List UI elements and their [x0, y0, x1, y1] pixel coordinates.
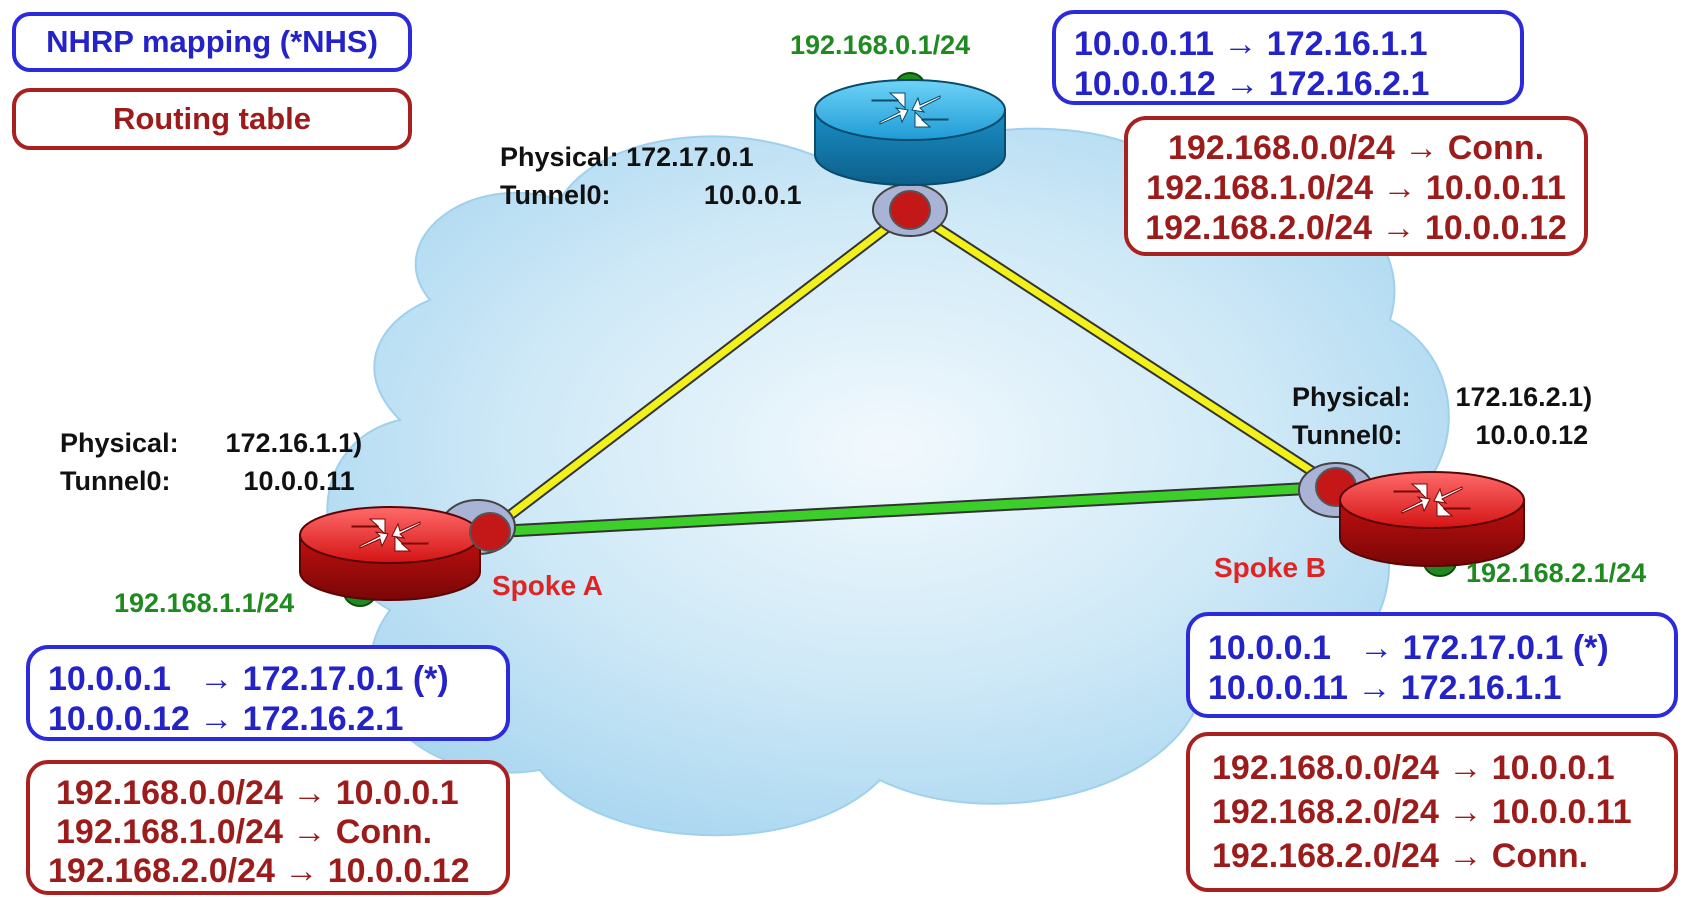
spoke-b-route-entry: 192.168.2.0/24 → 10.0.0.11: [1212, 793, 1632, 832]
hub-nhrp-table: 10.0.0.11 → 172.16.1.1 10.0.0.12 → 172.1…: [1052, 10, 1524, 105]
spoke-a-tunnel-port: [469, 512, 511, 552]
spoke-a-nhrp-entry: 10.0.0.12 → 172.16.2.1: [48, 700, 404, 739]
spoke-b-lan-label: 192.168.2.1/24: [1466, 558, 1647, 588]
spoke-a-physical-label: Physical:: [60, 428, 179, 458]
hub-route-entry: 192.168.0.0/24 → Conn.: [1167, 129, 1545, 167]
spoke-a-nhrp-table: 10.0.0.1 → 172.17.0.1 (*) 10.0.0.12 → 17…: [26, 645, 510, 741]
spoke-b-nhrp-table: 10.0.0.1 → 172.17.0.1 (*) 10.0.0.11 → 17…: [1186, 612, 1678, 718]
spoke-b-router: [1298, 462, 1525, 577]
hub-tunnel-label: Tunnel0:: [500, 180, 611, 210]
spoke-b-nhrp-entry: 10.0.0.11 → 172.16.1.1: [1208, 669, 1562, 708]
hub-route-entry: 192.168.2.0/24 → 10.0.0.12: [1145, 209, 1567, 248]
legend-nhrp-label: NHRP mapping (*NHS): [46, 24, 378, 59]
hub-routing-table: 192.168.0.0/24 → Conn. 192.168.1.0/24 → …: [1124, 116, 1588, 256]
spoke-b-route-entry: 192.168.2.0/24 → Conn.: [1212, 837, 1589, 876]
hub-router: [814, 72, 1006, 237]
hub-tunnel-port: [889, 190, 931, 230]
spoke-a-router: [299, 499, 516, 607]
spoke-a-routing-table: 192.168.0.0/24 → 10.0.0.1 192.168.1.0/24…: [26, 760, 510, 895]
legend-routing: Routing table: [12, 88, 412, 150]
spoke-b-route-entry: 192.168.0.0/24 → 10.0.0.1: [1212, 749, 1615, 787]
hub-spoke-b-tunnel: [907, 205, 1339, 492]
hub-nhrp-entry: 10.0.0.11 → 172.16.1.1: [1074, 25, 1428, 63]
spoke-b-nhrp-entry: 10.0.0.1 → 172.17.0.1 (*): [1208, 629, 1609, 667]
spoke-a-tunnel-ip: 10.0.0.11: [243, 466, 355, 496]
spoke-a-interfaces: Physical: 172.16.1.1) Tunnel0: 10.0.0.11: [60, 424, 362, 500]
spoke-a-route-entry: 192.168.2.0/24 → 10.0.0.12: [48, 851, 470, 890]
spoke-a-tunnel-label: Tunnel0:: [60, 466, 171, 496]
hub-tunnel-ip: 10.0.0.1: [703, 180, 802, 210]
spoke-b-physical-ip: 172.16.2.1): [1455, 382, 1593, 412]
spoke-a-name: Spoke A: [492, 570, 603, 601]
spoke-to-spoke-tunnel: [487, 480, 1337, 539]
hub-physical-label: Physical:: [500, 142, 619, 172]
spoke-b-physical-label: Physical:: [1292, 382, 1411, 412]
spoke-b-tunnel-label: Tunnel0:: [1292, 420, 1403, 450]
spoke-b-name: Spoke B: [1214, 552, 1327, 583]
spoke-b-routing-table: 192.168.0.0/24 → 10.0.0.1 192.168.2.0/24…: [1186, 732, 1678, 892]
spoke-a-lan-label: 192.168.1.1/24: [114, 588, 295, 618]
hub-route-entry: 192.168.1.0/24 → 10.0.0.11: [1146, 169, 1566, 208]
hub-interfaces: Physical: 172.17.0.1 Tunnel0: 10.0.0.1: [500, 138, 802, 214]
spoke-b-tunnel-ip: 10.0.0.12: [1475, 420, 1589, 450]
spoke-a-route-entry: 192.168.0.0/24 → 10.0.0.1: [56, 774, 459, 812]
hub-physical-ip: 172.17.0.1: [626, 142, 754, 172]
hub-spoke-a-tunnel: [484, 205, 914, 537]
legend-nhrp: NHRP mapping (*NHS): [12, 12, 412, 72]
spoke-b-interfaces: Physical: 172.16.2.1) Tunnel0: 10.0.0.12: [1292, 378, 1592, 454]
spoke-a-nhrp-entry: 10.0.0.1 → 172.17.0.1 (*): [48, 660, 449, 698]
hub-nhrp-entry: 10.0.0.12 → 172.16.2.1: [1074, 65, 1430, 104]
legend-routing-label: Routing table: [112, 101, 312, 136]
spoke-a-physical-ip: 172.16.1.1): [225, 428, 363, 458]
hub-lan-label: 192.168.0.1/24: [790, 30, 971, 60]
spoke-a-route-entry: 192.168.1.0/24 → Conn.: [56, 812, 433, 851]
